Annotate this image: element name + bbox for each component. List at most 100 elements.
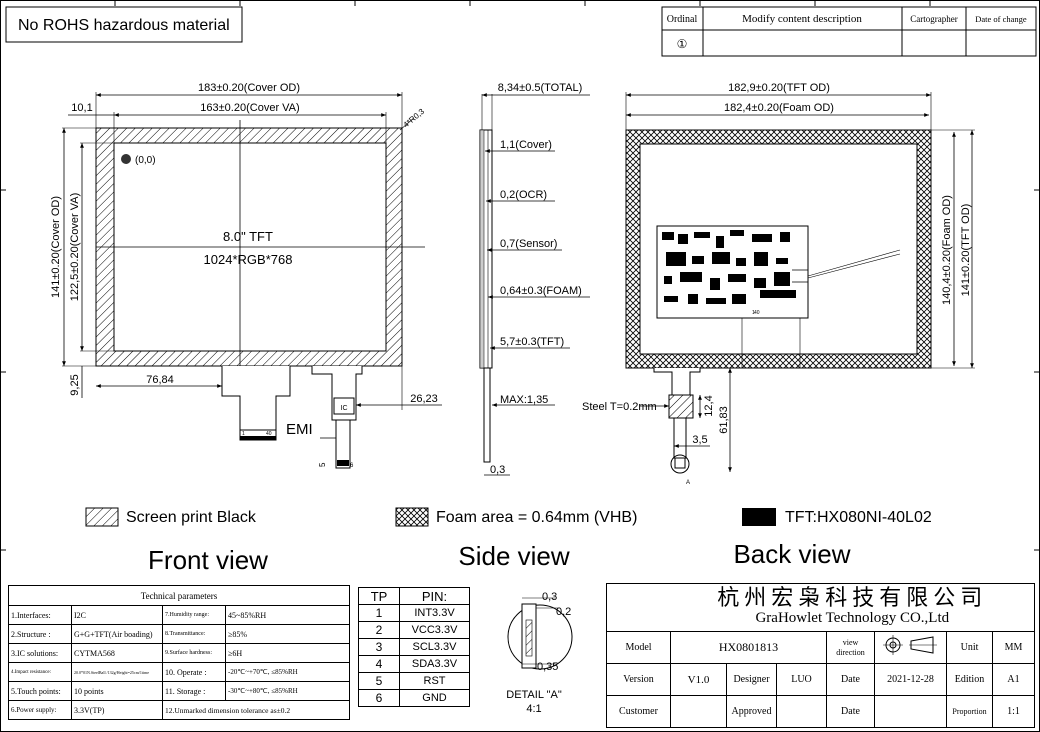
pcb-pin-1: 1 [752, 310, 755, 316]
detail-a-view [507, 597, 573, 670]
fpc-pin-end: 40 [266, 431, 272, 437]
detail-a-callout [670, 454, 690, 474]
side-total: 8,34±0.5(TOTAL) [498, 82, 583, 94]
proportion-label: Proportion [946, 695, 993, 728]
pin-col-tp: TP [358, 587, 400, 605]
tech-r2-v2: ≥85% [225, 624, 350, 644]
rev-col-cartographer: Cartographer [910, 14, 957, 24]
side-layer-tft: 5,7±0.3(TFT) [500, 336, 564, 348]
detail-dim-top: 0,3 [542, 591, 557, 603]
dim-cover-od: 183±0.20(Cover OD) [198, 82, 300, 94]
approved-value [776, 695, 827, 728]
dim-left-offset: 10,1 [71, 102, 92, 114]
back-view: 1 40 A Steel T=0.2mm 12,4 61,83 3,5 182,… [582, 82, 975, 486]
rev-col-date: Date of change [975, 14, 1027, 24]
date-label: Date [826, 663, 875, 696]
pin-num: 1 [358, 604, 400, 622]
origin-marker [121, 154, 131, 164]
edition-value: A1 [991, 663, 1036, 696]
dim-height-tft: 141±0.20(TFT OD) [960, 204, 972, 297]
detail-dim-mid: 0,2 [556, 606, 571, 618]
projection-icon [882, 635, 937, 655]
dim-radius: 4*R0,3 [402, 107, 427, 130]
edition-label: Edition [946, 663, 993, 696]
pin-name: RST [399, 672, 470, 690]
dim-cover-va: 163±0.20(Cover VA) [200, 102, 299, 114]
detail-dim-bottom: 0,35 [537, 661, 558, 673]
side-layer-cover: 1,1(Cover) [500, 139, 552, 151]
legend-tft-swatch [742, 508, 776, 526]
view-title-front: Front view [148, 545, 268, 575]
dim-foam-od: 182,4±0.20(Foam OD) [724, 102, 834, 114]
view-title-back: Back view [733, 539, 850, 569]
view-title-side: Side view [458, 541, 569, 571]
pin-name: VCC3.3V [399, 621, 470, 639]
pin-name: GND [399, 689, 470, 707]
dim-height-foam: 140,4±0.20(Foam OD) [941, 195, 953, 305]
pcb-components [662, 230, 796, 304]
customer-value [670, 695, 727, 728]
tech-r1-v2: 45~85%RH [225, 605, 350, 625]
side-layer-foam: 0,64±0.3(FOAM) [500, 285, 582, 297]
tech-r6-l2: 12.Unmarked dimension tolerance as±0.2 [162, 700, 350, 720]
pin-num: 4 [358, 655, 400, 673]
tech-r1-l2: 7.Humidity range: [162, 605, 226, 625]
dim-12-4: 12,4 [703, 395, 715, 416]
rev-col-description: Modify content description [742, 13, 862, 25]
tech-r4-v1: 20.0*01N.SteelBall /132g/Height=25cm/1ti… [71, 662, 163, 682]
projection-symbol [874, 631, 947, 664]
tech-r4-v2: -20℃~+70℃, ≤85%RH [225, 662, 350, 682]
designer-label: Designer [726, 663, 777, 696]
version-label: Version [606, 663, 671, 696]
pin-num: 5 [358, 672, 400, 690]
steel-stiffener [668, 394, 694, 419]
side-layer-sensor: 0,7(Sensor) [500, 238, 557, 250]
view-direction-label: view direction [826, 631, 875, 664]
model-label: Model [606, 631, 671, 664]
tech-r3-l1: 3.IC solutions: [8, 643, 72, 663]
tech-r2-v1: G+G+TFT(Air boading) [71, 624, 163, 644]
pin-num: 3 [358, 638, 400, 656]
pin-col-pin: PIN: [399, 587, 470, 605]
tech-r4-l2: 10. Operate : [162, 662, 226, 682]
frame-ticks [0, 0, 1040, 551]
side-max: MAX:1,35 [500, 394, 548, 406]
detail-scale: 4:1 [526, 703, 541, 715]
fpc-pin-start: 1 [242, 431, 245, 437]
tech-r1-v1: I2C [71, 605, 163, 625]
detail-marker: A [686, 480, 690, 486]
pin-name: INT3.3V [399, 604, 470, 622]
designer-value: LUO [776, 663, 827, 696]
front-fpc [221, 366, 291, 441]
legend-hatch-swatch [85, 507, 119, 527]
legend-tft: TFT:HX080NI-40L02 [785, 509, 932, 526]
steel-thickness: Steel T=0.2mm [582, 401, 657, 413]
legend-foam-swatch [395, 507, 429, 527]
side-view: 8,34±0.5(TOTAL) 1,1(Cover) 0,2(OCR) 0,7(… [479, 82, 590, 476]
tech-r5-v2: -30℃~+80℃, ≤85%RH [225, 681, 350, 701]
origin-label: (0,0) [135, 155, 156, 166]
tech-r5-v1: 10 points [71, 681, 163, 701]
date2-label: Date [826, 695, 875, 728]
pin-name: SCL3.3V [399, 638, 470, 656]
side-layer-ocr: 0,2(OCR) [500, 189, 547, 201]
front-view: (0,0) 8.0" TFT 1024*RGB*768 183±0.20(Cov… [50, 82, 442, 469]
tech-r6-l1: 6.Power supply: [8, 700, 72, 720]
customer-label: Customer [606, 695, 671, 728]
tech-r6-v1: 3.3V(TP) [71, 700, 163, 720]
dim-61-83: 61,83 [718, 406, 730, 434]
pcb-pin-40: 40 [754, 310, 760, 316]
rev-row1-ordinal: ① [677, 37, 688, 51]
side-bottom: 0,3 [490, 464, 505, 476]
dim-right-fpc: 26,23 [410, 393, 438, 405]
dim-height-od: 141±0.20(Cover OD) [50, 196, 62, 298]
date2-value [874, 695, 947, 728]
rohs-box [5, 6, 243, 43]
company-name-en: GraHowlet Technology CO.,Ltd [755, 609, 950, 626]
pin-num: 6 [358, 689, 400, 707]
version-value: V1.0 [670, 663, 727, 696]
pin-name: SDA3.3V [399, 655, 470, 673]
